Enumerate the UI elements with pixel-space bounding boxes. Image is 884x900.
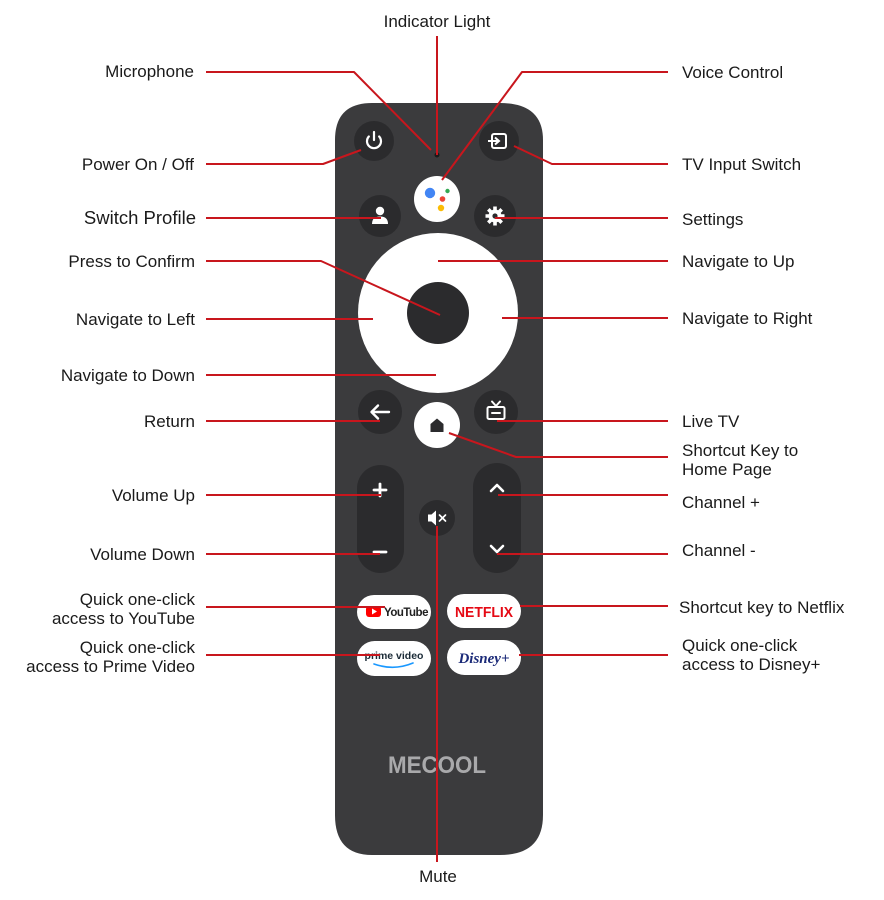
disney-plus-button-label: Disney+: [457, 651, 509, 667]
mute-icon: [428, 510, 447, 526]
label-mute: Mute: [419, 867, 457, 886]
label-live-tv: Live TV: [682, 412, 740, 431]
google-assistant-button[interactable]: [414, 176, 460, 222]
home-icon: [430, 418, 444, 432]
chevron-down-icon: [489, 544, 505, 554]
label-channel-minus: Channel -: [682, 541, 756, 560]
mute-button[interactable]: [419, 500, 455, 536]
label-prime-line1: Quick one-click: [79, 638, 195, 657]
live-tv-button[interactable]: [474, 390, 518, 434]
label-microphone: Microphone: [105, 62, 194, 81]
leader-voice-control: [441, 71, 668, 181]
chevron-up-icon: [489, 483, 505, 493]
label-disney-line1: Quick one-click: [682, 636, 798, 655]
netflix-button-label: NETFLIX: [455, 604, 513, 621]
leader-tv-input: [513, 145, 668, 165]
label-confirm: Press to Confirm: [68, 252, 195, 271]
label-prime-line2: access to Prime Video: [26, 657, 195, 676]
label-return: Return: [143, 412, 195, 431]
label-voice-control: Voice Control: [682, 63, 784, 82]
input-switch-icon: [488, 133, 507, 149]
label-home: Shortcut Key to Home Page: [682, 441, 798, 479]
leader-microphone: [206, 71, 432, 151]
leader-power: [206, 149, 362, 165]
netflix-button[interactable]: NETFLIX: [447, 594, 521, 628]
prime-video-button[interactable]: prime video: [357, 641, 431, 676]
home-button[interactable]: [414, 402, 460, 448]
label-prime: Quick one-click access to Prime Video: [26, 638, 195, 676]
label-tv-input: TV Input Switch: [682, 155, 802, 174]
label-power: Power On / Off: [81, 155, 194, 174]
prime-video-button-label: prime video: [365, 650, 424, 662]
google-assistant-icon: [424, 187, 450, 212]
arrow-left-icon: [370, 404, 391, 420]
return-button[interactable]: [358, 390, 402, 434]
label-disney-line2: access to Disney+: [682, 655, 821, 674]
label-youtube: Quick one-click access to YouTube: [52, 590, 195, 628]
label-volume-down: Volume Down: [90, 545, 195, 564]
channel-rocker[interactable]: [473, 463, 521, 573]
label-channel-plus: Channel +: [682, 493, 760, 512]
label-switch-profile: Switch Profile: [83, 207, 196, 228]
prime-smile-icon: [373, 662, 414, 669]
label-nav-right: Navigate to Right: [682, 309, 813, 328]
label-nav-left: Navigate to Left: [75, 310, 195, 329]
leader-confirm: [206, 260, 441, 316]
label-nav-up: Navigate to Up: [682, 252, 795, 271]
label-nav-down: Navigate to Down: [60, 366, 195, 385]
power-button[interactable]: [354, 121, 394, 161]
input-switch-button[interactable]: [479, 121, 519, 161]
label-youtube-line1: Quick one-click: [79, 590, 195, 609]
label-home-line2: Home Page: [682, 460, 772, 479]
settings-button[interactable]: [474, 195, 516, 237]
label-home-line1: Shortcut Key to: [682, 441, 799, 460]
label-indicator-light: Indicator Light: [383, 12, 491, 31]
power-icon: [365, 130, 383, 150]
youtube-button-label: YouTube: [384, 607, 428, 619]
label-netflix: Shortcut key to Netflix: [679, 598, 845, 617]
label-youtube-line2: access to YouTube: [51, 609, 195, 628]
label-disney: Quick one-click access to Disney+: [682, 636, 820, 674]
label-volume-up: Volume Up: [111, 486, 195, 505]
label-settings: Settings: [682, 210, 744, 229]
switch-profile-button[interactable]: [359, 195, 401, 237]
tv-icon: [486, 400, 506, 420]
gear-icon: [485, 206, 505, 226]
disney-plus-button[interactable]: Disney+: [447, 640, 521, 675]
youtube-button[interactable]: YouTube: [357, 595, 431, 629]
leader-home: [448, 432, 668, 458]
